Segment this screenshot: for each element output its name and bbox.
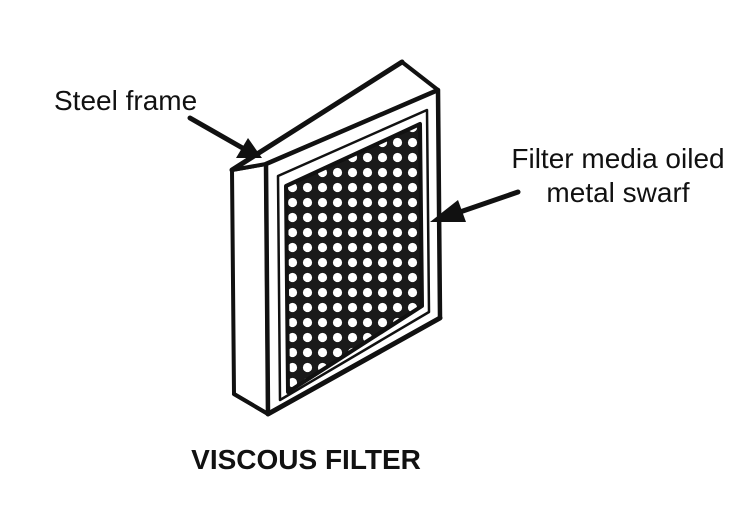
frame-left-bottom-edge — [232, 392, 270, 416]
steel-frame-label: Steel frame — [54, 85, 198, 116]
steel-frame-arrowhead — [236, 138, 262, 158]
filter-media-arrow-shaft — [457, 189, 521, 215]
frame-inner-border — [276, 108, 431, 402]
filter-media-label-line2: metal swarf — [546, 177, 690, 208]
frame-top-edge — [229, 59, 405, 173]
frame-front-bottom-edge — [265, 315, 443, 417]
filter-media-label-line1: Filter media oiled — [511, 143, 725, 174]
filter-media-arrowhead — [430, 200, 466, 222]
diagram-caption: VISCOUS FILTER — [191, 444, 421, 475]
filter-media-mesh — [284, 122, 424, 394]
filter-media-label: Filter media oiled metal swarf — [480, 142, 756, 210]
frame-left-side — [230, 162, 270, 416]
steel-frame-arrow-shaft — [187, 115, 249, 153]
